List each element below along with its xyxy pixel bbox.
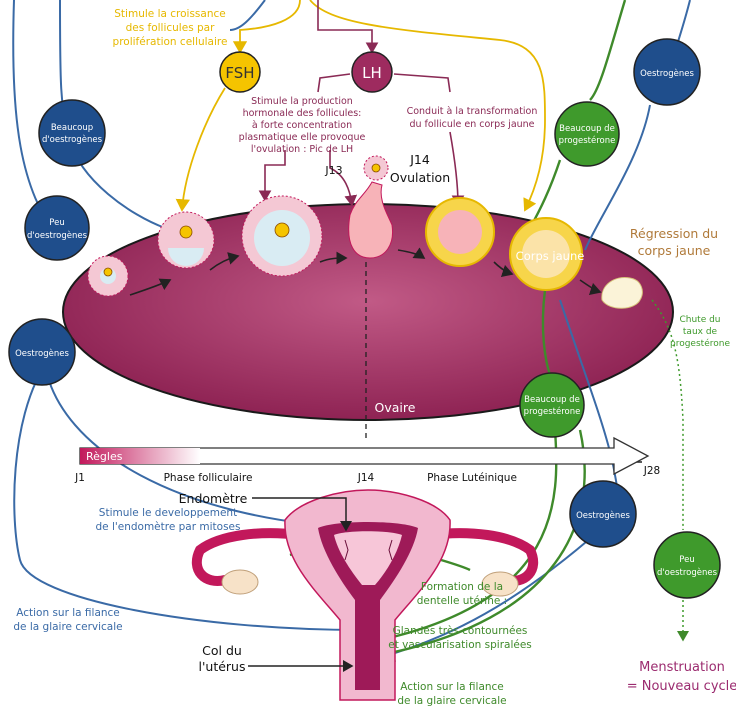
corpus-luteum — [509, 217, 583, 291]
follicle-1 — [87, 255, 129, 297]
chute-l3: progestérone — [670, 338, 730, 349]
action-filance-right-l2: de la glaire cervicale — [397, 695, 506, 707]
node-oestrogenes-left-label: Oestrogènes — [15, 348, 69, 359]
ovulation-label: Ovulation — [390, 170, 450, 185]
timeline-j14: J14 — [357, 472, 375, 484]
node-peu-oestrogenes-left-l1: Peu — [49, 218, 64, 228]
corpus-albicans — [601, 276, 643, 309]
chute-l1: Chute du — [679, 315, 720, 325]
node-beaucoup-progesterone-top-l1: Beaucoup de — [559, 124, 615, 134]
node-beaucoup-oestrogenes-l2: d'oestrogènes — [42, 134, 103, 145]
follicle-ovulating — [348, 155, 394, 259]
node-oestrogenes-top-right: Oestrogènes — [633, 38, 701, 106]
fsh-arrows — [175, 0, 546, 212]
fsh-effect-l3: prolifération cellulaire — [113, 36, 228, 48]
fsh-node: FSH — [219, 51, 261, 93]
fsh-effect-l1: Stimule la croissance — [114, 8, 225, 20]
node-beaucoup-progesterone-top: Beaucoup de progestérone — [554, 101, 620, 167]
action-filance-left-text: Action sur la filance de la glaire cervi… — [13, 607, 122, 633]
stimule-endometre-text: Stimule le developpement de l'endomètre … — [95, 507, 240, 533]
col-uterus-text: Col du l'utérus — [199, 643, 246, 674]
lh-effect-2-l1: Conduit à la transformation — [407, 106, 538, 117]
action-filance-left-l2: de la glaire cervicale — [13, 621, 122, 633]
glandes-l2: et vascularisation spiralées — [388, 639, 532, 651]
endometre-label: Endomètre — [179, 491, 248, 506]
node-peu-oestrogenes-right: Peu d'oestrogènes — [653, 531, 721, 599]
ovaire-label: Ovaire — [375, 400, 416, 415]
node-peu-oestrogenes-left: Peu d'oestrogènes — [24, 195, 90, 261]
uterus-illustration — [191, 489, 539, 701]
node-peu-oestrogenes-left-l2: d'oestrogènes — [27, 230, 88, 241]
j13-label: J13 — [324, 164, 342, 177]
lh-effect-2-l2: du follicule en corps jaune — [409, 119, 534, 130]
node-oestrogenes-mid-right: Oestrogènes — [569, 480, 637, 548]
formation-dentelle-text: Formation de la dentelle utérine : — [417, 581, 507, 607]
node-peu-oestrogenes-right-l1: Peu — [679, 555, 694, 565]
follicle-2 — [157, 211, 215, 269]
action-filance-right-l1: Action sur la filance — [400, 681, 504, 693]
stimule-endometre-l2: de l'endomètre par mitoses — [95, 521, 240, 533]
glandes-l1: Glandes très contournées — [393, 625, 528, 637]
lh-effect-1-l3: à forte concentration — [252, 120, 352, 131]
glandes-text: Glandes très contournées et vascularisat… — [388, 625, 532, 651]
lh-effect-1-text: Stimule la production hormonale des foll… — [239, 96, 366, 155]
chute-text: Chute du taux de progestérone — [670, 315, 730, 349]
fsh-effect-text: Stimule la croissance des follicules par… — [113, 8, 228, 48]
node-oestrogenes-left: Oestrogènes — [8, 318, 76, 386]
node-peu-oestrogenes-right-l2: d'oestrogènes — [657, 567, 718, 578]
fsh-effect-l2: des follicules par — [126, 22, 216, 34]
action-filance-right-text: Action sur la filance de la glaire cervi… — [397, 681, 506, 707]
timeline-phase-luteinique: Phase Lutéinique — [427, 472, 517, 484]
fsh-label: FSH — [225, 64, 254, 82]
node-beaucoup-progesterone-mid: Beaucoup de progestérone — [519, 372, 585, 438]
col-uterus-l2: l'utérus — [199, 659, 246, 674]
regression-l2: corps jaune — [638, 243, 711, 258]
timeline-phase-folliculaire: Phase folliculaire — [164, 472, 253, 484]
node-oestrogenes-mid-right-label: Oestrogènes — [576, 510, 630, 521]
formation-dentelle-l2: dentelle utérine : — [417, 595, 507, 607]
lh-effect-1-l5: l'ovulation : Pic de LH — [251, 144, 353, 155]
regles-label: Règles — [86, 450, 123, 463]
j14-top-label: J14 — [409, 152, 430, 167]
formation-dentelle-l1: Formation de la — [421, 581, 503, 593]
node-beaucoup-oestrogenes: Beaucoup d'oestrogènes — [38, 99, 106, 167]
cycle-timeline: Règles — [79, 436, 650, 476]
timeline-j1: J1 — [74, 472, 85, 484]
node-beaucoup-progesterone-mid-l2: progestérone — [524, 406, 581, 417]
lh-label: LH — [362, 64, 382, 82]
node-beaucoup-progesterone-top-l2: progestérone — [559, 135, 616, 146]
follicle-early-corpus — [425, 197, 495, 267]
node-oestrogenes-top-right-label: Oestrogènes — [640, 68, 694, 79]
action-filance-left-l1: Action sur la filance — [16, 607, 120, 619]
menstruation-l2: = Nouveau cycle — [627, 679, 736, 694]
lh-effect-2-text: Conduit à la transformation du follicule… — [407, 106, 538, 130]
endometre-arrow — [252, 497, 352, 532]
follicle-3 — [241, 195, 323, 277]
timeline-j28: J28 — [643, 465, 660, 477]
node-beaucoup-oestrogenes-l1: Beaucoup — [51, 123, 93, 133]
lh-node: LH — [351, 51, 393, 93]
chute-l2: taux de — [683, 327, 718, 337]
col-uterus-l1: Col du — [202, 643, 242, 658]
regression-l1: Régression du — [630, 226, 718, 241]
corps-jaune-label: Corps jaune — [516, 249, 585, 263]
regression-text: Régression du corps jaune — [630, 226, 718, 258]
menstruation-l1: Menstruation — [639, 660, 725, 675]
menstruation-text: Menstruation = Nouveau cycle — [627, 660, 736, 694]
stimule-endometre-l1: Stimule le developpement — [99, 507, 237, 519]
lh-effect-1-l2: hormonale des follicules: — [243, 108, 362, 119]
lh-effect-1-l1: Stimule la production — [251, 96, 353, 107]
node-beaucoup-progesterone-mid-l1: Beaucoup de — [524, 395, 580, 405]
lh-effect-1-l4: plasmatique elle provoque — [239, 132, 366, 143]
